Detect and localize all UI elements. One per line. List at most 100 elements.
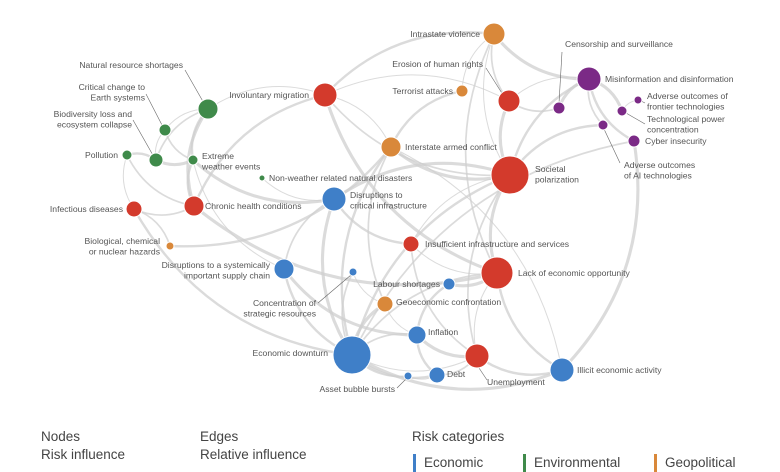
node-po[interactable] bbox=[121, 149, 133, 161]
label-line: Chronic health conditions bbox=[205, 201, 302, 211]
edge-ew-dc bbox=[191, 158, 335, 205]
edge-im-sp bbox=[324, 94, 511, 177]
node-label-im: Involuntary migration bbox=[229, 90, 309, 100]
node-label-mi: Misinformation and disinformation bbox=[605, 74, 734, 84]
edge-iv-im bbox=[324, 31, 495, 96]
node-label-po: Pollution bbox=[85, 150, 118, 160]
leader-line-ai bbox=[603, 128, 621, 164]
node-in[interactable] bbox=[407, 325, 427, 345]
node-cc[interactable] bbox=[158, 123, 172, 137]
node-label-ed: Economic downturn bbox=[253, 348, 329, 358]
node-ia[interactable] bbox=[380, 136, 402, 158]
node-eh[interactable] bbox=[497, 89, 521, 113]
edge-ci-ed bbox=[351, 140, 635, 356]
leader-line-bl bbox=[132, 119, 155, 158]
node-label-id: Infectious diseases bbox=[50, 204, 123, 214]
node-un[interactable] bbox=[464, 343, 490, 369]
edge-im-le bbox=[323, 94, 498, 275]
edge-ia-ed bbox=[340, 146, 392, 356]
node-bc[interactable] bbox=[165, 241, 175, 251]
label-line: Illicit economic activity bbox=[577, 365, 662, 375]
node-de[interactable] bbox=[428, 366, 446, 384]
label-line: Disruptions to a systemically bbox=[162, 260, 271, 270]
edge-le-il bbox=[495, 272, 563, 372]
node-il[interactable] bbox=[549, 357, 575, 383]
label-line: Societal bbox=[535, 164, 566, 174]
edge-ed-il bbox=[351, 353, 563, 391]
node-ch[interactable] bbox=[183, 195, 205, 217]
node-id[interactable] bbox=[125, 200, 143, 218]
node-label-in: Inflation bbox=[428, 327, 458, 337]
node-gc[interactable] bbox=[376, 295, 394, 313]
node-ta[interactable] bbox=[455, 84, 469, 98]
label-line: Earth systems bbox=[91, 93, 145, 103]
label-line: ecosystem collapse bbox=[57, 120, 132, 130]
node-af[interactable] bbox=[633, 95, 643, 105]
label-line: Non-weather related natural disasters bbox=[269, 173, 412, 183]
node-label-ta: Terrorist attacks bbox=[392, 86, 453, 96]
node-tp[interactable] bbox=[616, 105, 628, 117]
label-line: Misinformation and disinformation bbox=[605, 74, 734, 84]
edge-ta-ia bbox=[389, 89, 463, 148]
edge-ii-un bbox=[410, 243, 478, 357]
node-mi[interactable] bbox=[576, 66, 602, 92]
node-bl[interactable] bbox=[148, 152, 164, 168]
nodes-layer bbox=[121, 22, 643, 384]
label-line: Intrastate violence bbox=[410, 29, 480, 39]
node-label-ch: Chronic health conditions bbox=[205, 201, 302, 211]
node-nr[interactable] bbox=[197, 98, 219, 120]
node-im[interactable] bbox=[312, 82, 338, 108]
node-label-gc: Geoeconomic confrontation bbox=[396, 297, 501, 307]
leader-line-cr bbox=[317, 274, 352, 304]
node-label-le: Lack of economic opportunity bbox=[518, 268, 630, 278]
node-cr[interactable] bbox=[348, 267, 358, 277]
node-cs[interactable] bbox=[552, 101, 566, 115]
label-line: Concentration of bbox=[253, 298, 317, 308]
leader-line-cc bbox=[145, 93, 164, 128]
label-line: Biodiversity loss and bbox=[54, 109, 133, 119]
label-line: Pollution bbox=[85, 150, 118, 160]
edge-il-ci bbox=[560, 140, 640, 372]
label-line: critical infrastructure bbox=[350, 201, 427, 211]
node-ls[interactable] bbox=[442, 277, 456, 291]
node-label-ls: Labour shortages bbox=[373, 279, 440, 289]
leader-lines bbox=[132, 51, 646, 389]
label-line: frontier technologies bbox=[647, 102, 724, 112]
legend-category-economic: Economic bbox=[413, 454, 483, 472]
node-label-eh: Erosion of human rights bbox=[392, 59, 483, 69]
edge-iv-le bbox=[464, 33, 498, 274]
legend-category-geopolitical: Geopolitical bbox=[654, 454, 736, 472]
node-ed[interactable] bbox=[332, 335, 372, 375]
legend-category-environmental: Environmental bbox=[523, 454, 620, 472]
node-label-ii: Insufficient infrastructure and services bbox=[425, 239, 569, 249]
label-line: Censorship and surveillance bbox=[565, 39, 673, 49]
label-line: Adverse outcomes bbox=[624, 160, 695, 170]
label-line: Extreme bbox=[202, 151, 234, 161]
node-ai[interactable] bbox=[597, 119, 609, 131]
label-line: weather events bbox=[201, 162, 260, 172]
label-line: Disruptions to bbox=[350, 190, 403, 200]
node-ii[interactable] bbox=[402, 235, 420, 253]
node-sp[interactable] bbox=[490, 155, 530, 195]
label-line: Lack of economic opportunity bbox=[518, 268, 630, 278]
edge-nr-ch bbox=[186, 108, 210, 207]
edge-eh-im bbox=[324, 74, 510, 102]
edge-sp-dc bbox=[333, 161, 511, 201]
node-ds[interactable] bbox=[273, 258, 295, 280]
leader-line-cs bbox=[558, 51, 563, 104]
label-line: Adverse outcomes of bbox=[647, 91, 728, 101]
node-ci[interactable] bbox=[627, 134, 641, 148]
node-dc[interactable] bbox=[321, 186, 347, 212]
node-ab[interactable] bbox=[403, 371, 413, 381]
node-iv[interactable] bbox=[482, 22, 506, 46]
edge-im-ch bbox=[192, 93, 326, 207]
node-le[interactable] bbox=[480, 256, 514, 290]
node-ew[interactable] bbox=[187, 154, 199, 166]
node-nw[interactable] bbox=[258, 174, 266, 182]
label-line: Natural resource shortages bbox=[79, 60, 183, 70]
